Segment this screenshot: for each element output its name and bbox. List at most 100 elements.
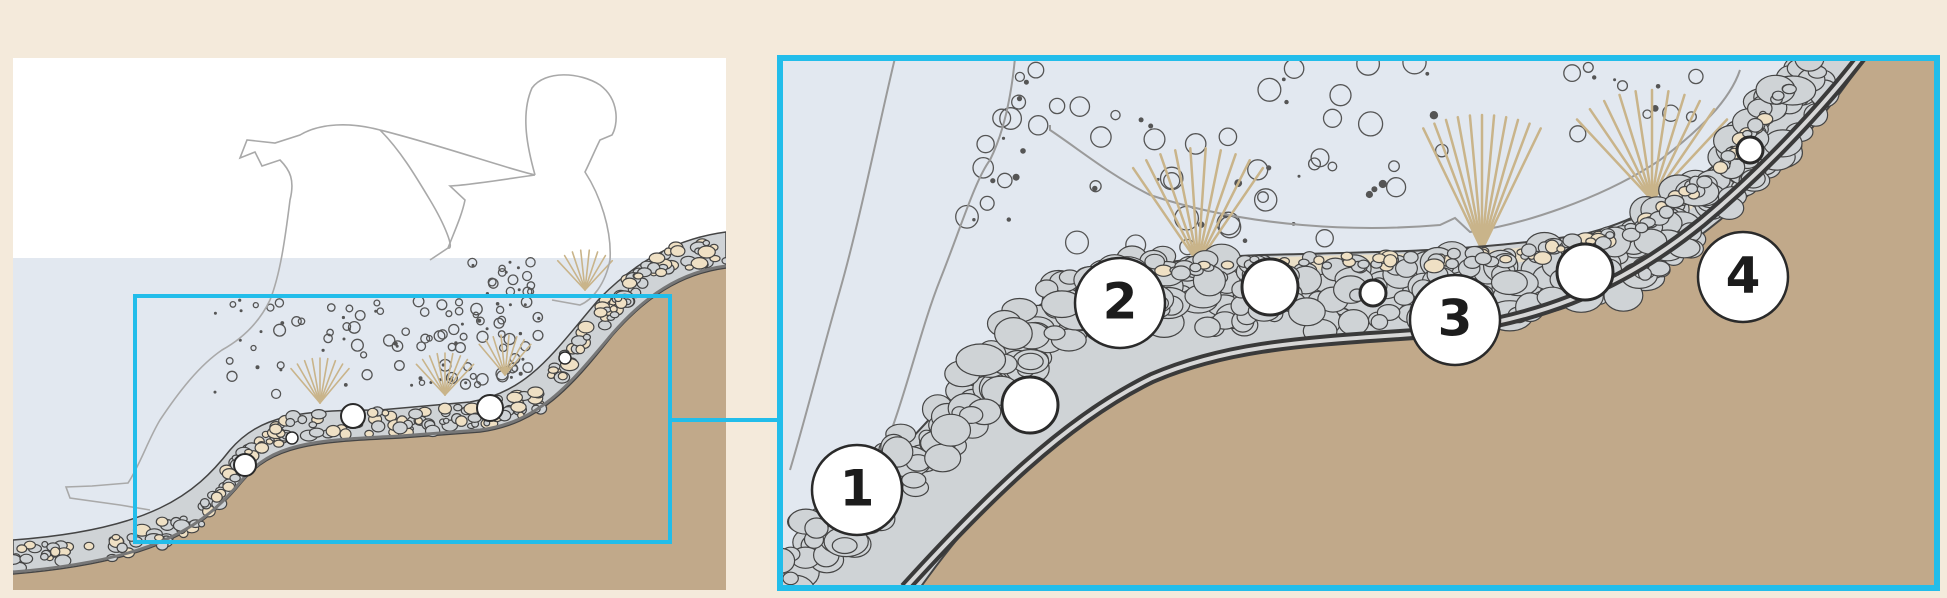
stone (1720, 150, 1736, 163)
root (1145, 159, 1200, 265)
bubble (342, 322, 352, 331)
stone (609, 311, 620, 319)
stone (1696, 175, 1713, 189)
bubble (1023, 79, 1029, 85)
root (1173, 149, 1200, 265)
stone (557, 371, 568, 381)
bubble (343, 383, 348, 387)
stone (1490, 270, 1528, 296)
bubble (1138, 117, 1144, 123)
stone (273, 439, 285, 448)
stone (510, 401, 527, 413)
bubble (341, 315, 345, 320)
bubble (1110, 109, 1121, 121)
bubble (419, 307, 430, 317)
stone (83, 541, 95, 551)
bubble (493, 317, 505, 329)
bubble (441, 363, 445, 367)
root (1650, 93, 1686, 202)
root (492, 335, 506, 376)
bubble (497, 315, 507, 325)
bubble (225, 356, 234, 365)
bubble (345, 304, 354, 313)
bubble (418, 379, 426, 386)
bubble (477, 318, 482, 323)
bubble (979, 195, 995, 211)
drainage-pipes (233, 351, 572, 477)
bubble (382, 334, 396, 347)
stone (438, 402, 453, 415)
stone (269, 423, 283, 435)
root (1480, 115, 1508, 252)
bubble (454, 342, 466, 354)
stone (804, 517, 829, 539)
bubble (238, 338, 242, 342)
stone (527, 386, 544, 398)
bubble (321, 348, 325, 352)
root (444, 355, 462, 396)
stone (381, 409, 390, 417)
callout-circle (1408, 273, 1502, 367)
bubble (374, 309, 378, 313)
pond-liner (13, 264, 726, 574)
bubble (393, 360, 405, 371)
bubble (537, 316, 541, 320)
bubble (1027, 61, 1045, 79)
bubble (1016, 96, 1023, 102)
bubble (437, 329, 448, 340)
root (1650, 89, 1670, 202)
stone (408, 408, 424, 420)
stone (50, 546, 61, 558)
stone (1520, 243, 1537, 257)
stone (442, 417, 450, 424)
stone (16, 544, 28, 554)
root (1433, 122, 1484, 252)
detail-panel (780, 58, 1937, 588)
detail-soil-bank (900, 58, 1937, 588)
bubble (1253, 188, 1278, 212)
stone (308, 421, 318, 429)
stone (455, 415, 468, 427)
drainage-pipe (233, 453, 257, 477)
stone (1357, 259, 1370, 269)
root (500, 334, 506, 376)
bubble (418, 376, 423, 381)
stone (111, 533, 121, 541)
stone (690, 257, 709, 270)
stone (1781, 83, 1797, 95)
detail-bubble-field (955, 58, 1704, 256)
root (1159, 153, 1200, 265)
root (1468, 114, 1484, 252)
root (563, 254, 586, 291)
root (1480, 122, 1531, 252)
stone (199, 497, 210, 508)
detail-frame-outline (777, 55, 1940, 591)
root (303, 359, 321, 404)
bubble (454, 341, 458, 345)
root (1196, 147, 1207, 265)
bubble (473, 380, 482, 389)
callout-circle (810, 443, 904, 537)
bubble (416, 341, 427, 352)
root (1456, 115, 1484, 252)
stone (782, 571, 799, 586)
callout-1: 1 (810, 443, 904, 537)
bubble (1388, 160, 1400, 173)
stone (297, 415, 308, 425)
drainage-pipe (1000, 375, 1060, 435)
stone (254, 442, 270, 454)
bubble (226, 370, 238, 382)
bubble (454, 306, 464, 316)
stone (1634, 222, 1649, 234)
bubble (522, 362, 534, 374)
bubble (518, 371, 523, 376)
stone (621, 277, 638, 289)
stone (1287, 297, 1326, 327)
bubble (1655, 84, 1661, 89)
bubble (509, 375, 513, 379)
bubble (1429, 111, 1439, 120)
bubble (1385, 177, 1407, 198)
root (296, 363, 321, 404)
bubble (460, 322, 464, 326)
stone (1170, 265, 1191, 281)
